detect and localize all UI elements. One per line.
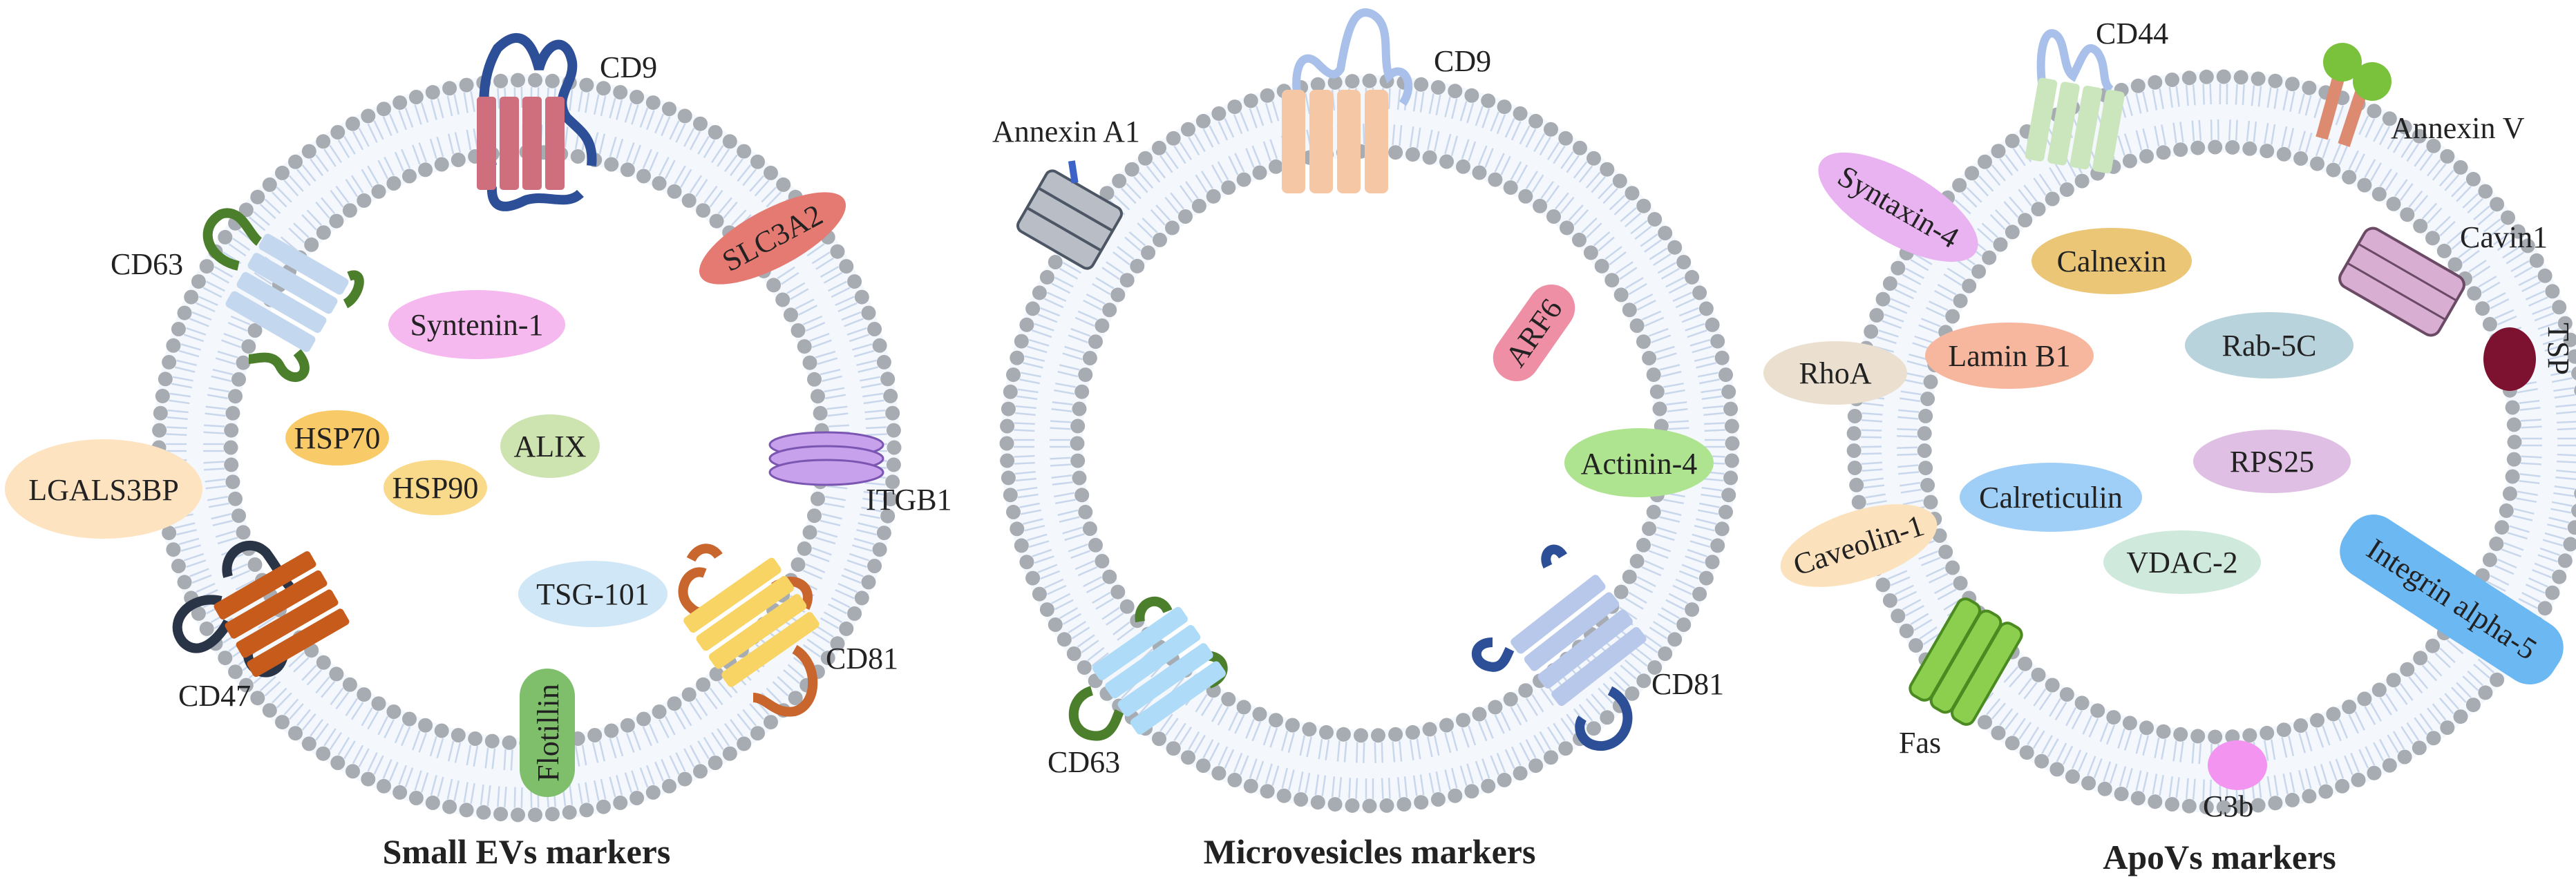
- small-evs-title: Small EVs markers: [383, 832, 671, 871]
- fas-protein: [1909, 597, 2023, 726]
- rhoa-label: RhoA: [1799, 356, 1871, 390]
- hsp70-cargo: [285, 410, 389, 465]
- cd81-label: CD81: [826, 642, 898, 675]
- vdac-2-cargo: [2103, 530, 2261, 594]
- microvesicles-panel: CD9 Annexin A1 ARF6 Actinin-4: [992, 8, 1724, 871]
- syntenin-1-cargo: [388, 290, 565, 359]
- mv-cd63-label: CD63: [1048, 745, 1120, 779]
- caveolin-1-protein: Caveolin-1: [1780, 504, 1938, 587]
- cavin1-label: Cavin1: [2460, 220, 2548, 254]
- tsp-label: TSP: [2541, 323, 2575, 375]
- calreticulin-label: Calreticulin: [1979, 481, 2123, 515]
- mv-cd81-label: CD81: [1651, 667, 1724, 701]
- calnexin-cargo: [2032, 228, 2192, 294]
- flotillin-label: Flotillin: [531, 684, 565, 782]
- annexin-a1-protein: [1016, 160, 1124, 270]
- small-evs-panel: CD9 SLC3A2 CD63 ITGB1 LG: [5, 33, 952, 871]
- rps25-cargo: [2193, 430, 2351, 493]
- mv-cd81-protein: [1471, 544, 1647, 751]
- apovs-panel: CD44 Annexin V Syntaxin-4 Cavin1 TSP Rho…: [1763, 17, 2575, 876]
- rab-5c-label: Rab-5C: [2222, 329, 2317, 363]
- annexin-a1-label: Annexin A1: [992, 115, 1140, 148]
- c3b-label: C3b: [2203, 789, 2253, 823]
- mv-cd9-label: CD9: [1434, 44, 1491, 78]
- cd47-label: CD47: [178, 679, 251, 713]
- microvesicles-title: Microvesicles markers: [1204, 832, 1536, 871]
- cd44-protein: [2025, 29, 2125, 173]
- rhoa-protein: [1763, 341, 1907, 405]
- itgb1-protein: [768, 431, 884, 486]
- vdac-2-label: VDAC-2: [2126, 546, 2237, 579]
- flotillin-protein: [520, 669, 575, 797]
- tsg-101-label: TSG-101: [536, 577, 650, 611]
- alix-cargo: [500, 414, 600, 478]
- lamin-b1-cargo: [1925, 323, 2094, 389]
- alix-label: ALIX: [513, 430, 586, 463]
- lgals3bp-protein: [5, 439, 202, 539]
- cavin1-protein: [2338, 227, 2465, 337]
- syntenin-1-label: Syntenin-1: [410, 308, 543, 342]
- rab-5c-cargo: [2185, 312, 2354, 378]
- annexin-v-label: Annexin V: [2391, 111, 2525, 145]
- apovs-title: ApoVs markers: [2103, 838, 2336, 876]
- tsp-protein: [2483, 327, 2536, 391]
- cd9-protein: [477, 33, 597, 211]
- cd9-label: CD9: [600, 50, 657, 84]
- hsp70-label: HSP70: [294, 421, 381, 455]
- rps25-label: RPS25: [2230, 445, 2314, 479]
- lgals3bp-label: LGALS3BP: [28, 473, 179, 507]
- tsg-101-cargo: [518, 561, 667, 627]
- hsp90-cargo: [383, 460, 487, 515]
- mv-cd9-protein: [1282, 8, 1413, 193]
- arf6-protein: ARF6: [1493, 284, 1575, 382]
- cd47-protein: [172, 540, 350, 678]
- itgb1-label: ITGB1: [866, 483, 952, 517]
- cd44-label: CD44: [2096, 17, 2168, 50]
- cd63-label: CD63: [111, 247, 183, 281]
- lamin-b1-label: Lamin B1: [1948, 339, 2070, 373]
- hsp90-label: HSP90: [392, 471, 479, 505]
- calreticulin-cargo: [1960, 463, 2142, 532]
- c3b-protein: [2208, 740, 2267, 790]
- actinin-4-label: Actinin-4: [1581, 447, 1698, 481]
- calnexin-label: Calnexin: [2057, 244, 2167, 278]
- mv-cd63-protein: [1068, 596, 1228, 741]
- cd63-protein: [202, 208, 364, 382]
- annexin-v-protein: [2315, 43, 2392, 147]
- fas-label: Fas: [1899, 726, 1941, 760]
- cd81-protein: [678, 544, 820, 717]
- actinin-4-protein: [1564, 428, 1714, 497]
